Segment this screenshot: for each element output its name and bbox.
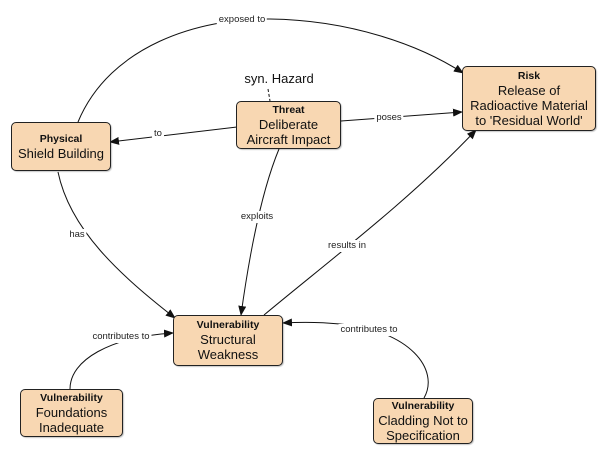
node-vulnerability-structural-weakness[interactable]: Vulnerability Structural Weakness <box>173 315 283 366</box>
node-text-line: Weakness <box>197 347 259 362</box>
node-text-line: Aircraft Impact <box>246 131 331 147</box>
node-category: Vulnerability <box>196 319 260 331</box>
node-threat[interactable]: Threat Deliberate Aircraft Impact <box>236 101 341 149</box>
synonym-text: syn. Hazard <box>244 71 314 86</box>
synonym-connector <box>267 88 271 102</box>
edge-label-results-in: results in <box>325 240 369 252</box>
node-category: Vulnerability <box>40 391 103 404</box>
edge-label-contributes-to-left: contributes to <box>90 331 152 343</box>
node-vulnerability-cladding[interactable]: Vulnerability Cladding Not to Specificat… <box>373 398 473 444</box>
node-text-line: to 'Residual World' <box>475 112 583 128</box>
node-physical[interactable]: Physical Shield Building <box>11 122 111 171</box>
node-category: Risk <box>517 69 541 82</box>
edge-label-has: has <box>67 229 87 241</box>
edge-to <box>109 126 238 145</box>
edge-label-exposed-to: exposed to <box>216 14 268 26</box>
node-category: Vulnerability <box>391 399 455 412</box>
edge-results-in <box>263 129 477 316</box>
node-text-line: Deliberate <box>258 116 319 132</box>
node-text-line: Structural <box>200 332 256 347</box>
node-category: Threat <box>272 103 305 116</box>
edge-label-poses: poses <box>374 112 404 124</box>
node-text-line: Release of <box>497 82 561 98</box>
node-risk[interactable]: Risk Release of Radioactive Material to … <box>462 66 596 131</box>
node-category: Physical <box>39 132 83 145</box>
edge-contributes-to-left <box>69 329 174 390</box>
node-text-line: Foundations <box>35 404 108 420</box>
node-text-line: Cladding Not to <box>378 412 468 428</box>
node-vulnerability-foundations-inadequate[interactable]: Vulnerability Foundations Inadequate <box>20 389 123 437</box>
edge-exposed-to <box>77 18 464 123</box>
edge-label-to: to <box>152 128 164 140</box>
edge-label-exploits: exploits <box>238 211 276 223</box>
node-text-line: Specification <box>386 427 460 443</box>
node-text-line: Inadequate <box>38 419 105 435</box>
node-text-line: Radioactive Material <box>470 97 588 113</box>
edge-has <box>57 171 176 319</box>
edge-label-contributes-to-right: contributes to <box>338 324 400 336</box>
edge-exploits <box>238 148 280 316</box>
node-text-line: Shield Building <box>17 145 104 161</box>
